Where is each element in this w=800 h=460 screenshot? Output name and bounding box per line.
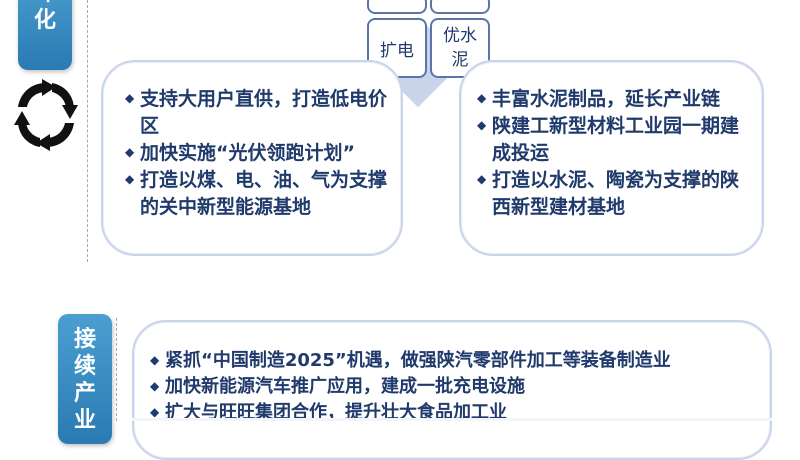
tab-char: 续 [73,354,96,379]
node-box [430,0,490,14]
list-item: 打造以煤、电、油、气为支撑的关中新型能源基地 [124,166,391,221]
card-energy: 支持大用户直供，打造低电价区 加快实施“光伏领跑计划” 打造以煤、电、油、气为支… [101,60,403,256]
tab-char: 环 [18,0,72,7]
list-item: 加快新能源汽车推广应用，建成一批充电设施 [149,373,760,400]
list-item: 打造以水泥、陶瓷为支撑的陕西新型建材基地 [476,166,752,221]
tab-char: 接 [73,327,96,352]
divider-line [116,318,117,421]
bottom-fade [132,418,772,421]
list-item: 支持大用户直供，打造低电价区 [124,85,391,140]
list-item: 加快实施“光伏领跑计划” [124,139,391,167]
tab-char: 化 [33,8,56,33]
node-box [367,0,427,14]
list-item: 丰富水泥制品，延长产业链 [476,85,752,113]
card-manufacturing: 紧抓“中国制造2025”机遇，做强陕汽零部件加工等装备制造业 加快新能源汽车推广… [132,320,772,460]
list-item: 扩大与旺旺集团合作，提升壮大食品加工业 [149,399,760,426]
node-expand-power: 扩电 [367,18,427,78]
tab-char: 产 [73,381,96,406]
list-item: 紧抓“中国制造2025”机遇，做强陕汽零部件加工等装备制造业 [149,347,760,374]
card-cement: 丰富水泥制品，延长产业链 陕建工新型材料工业园一期建成投运 打造以水泥、陶瓷为支… [459,60,764,256]
cycle-arrows-icon [14,79,78,151]
node-quality-cement: 优水泥 [430,18,490,78]
list-item: 陕建工新型材料工业园一期建成投运 [476,112,752,167]
category-tab-circular: 环 化 [18,0,72,70]
divider-line [87,0,88,262]
category-tab-continuing-industry: 接 续 产 业 [58,314,112,444]
